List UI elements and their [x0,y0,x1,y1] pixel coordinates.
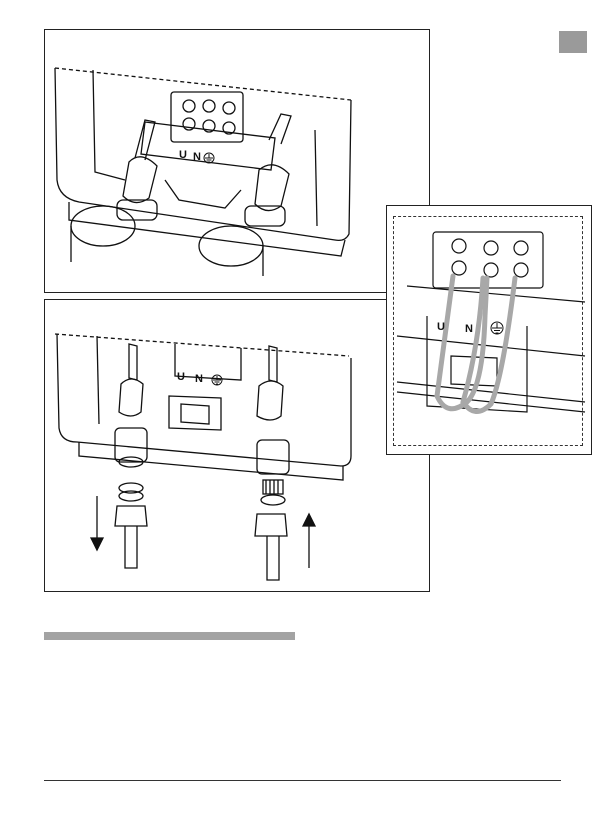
section-heading-bar [44,632,295,640]
figure-top-terminal-block: U N [44,29,430,293]
figure-top-drawing: U N [45,30,429,292]
terminal-label-u: U [437,321,445,333]
looped-wires [437,276,515,412]
section-tab [559,31,587,53]
terminal-label-n: N [465,323,473,335]
figure-detail-drawing: U N [387,206,591,454]
terminal-label-n: N [195,373,203,385]
arrow-down-icon [91,496,103,550]
figure-bottom-pipe-fittings: U N [44,299,430,592]
earth-icon [491,322,503,334]
figure-detail-wiring: U N [386,205,592,455]
arrow-up-icon [303,514,315,568]
figure-bottom-drawing: U N [45,300,429,591]
footer-rule [44,780,561,781]
terminal-label-u: U [177,371,185,383]
earth-icon [204,153,214,163]
terminal-label-n: N [193,151,201,163]
earth-icon [212,375,222,385]
terminal-label-u: U [179,149,187,161]
